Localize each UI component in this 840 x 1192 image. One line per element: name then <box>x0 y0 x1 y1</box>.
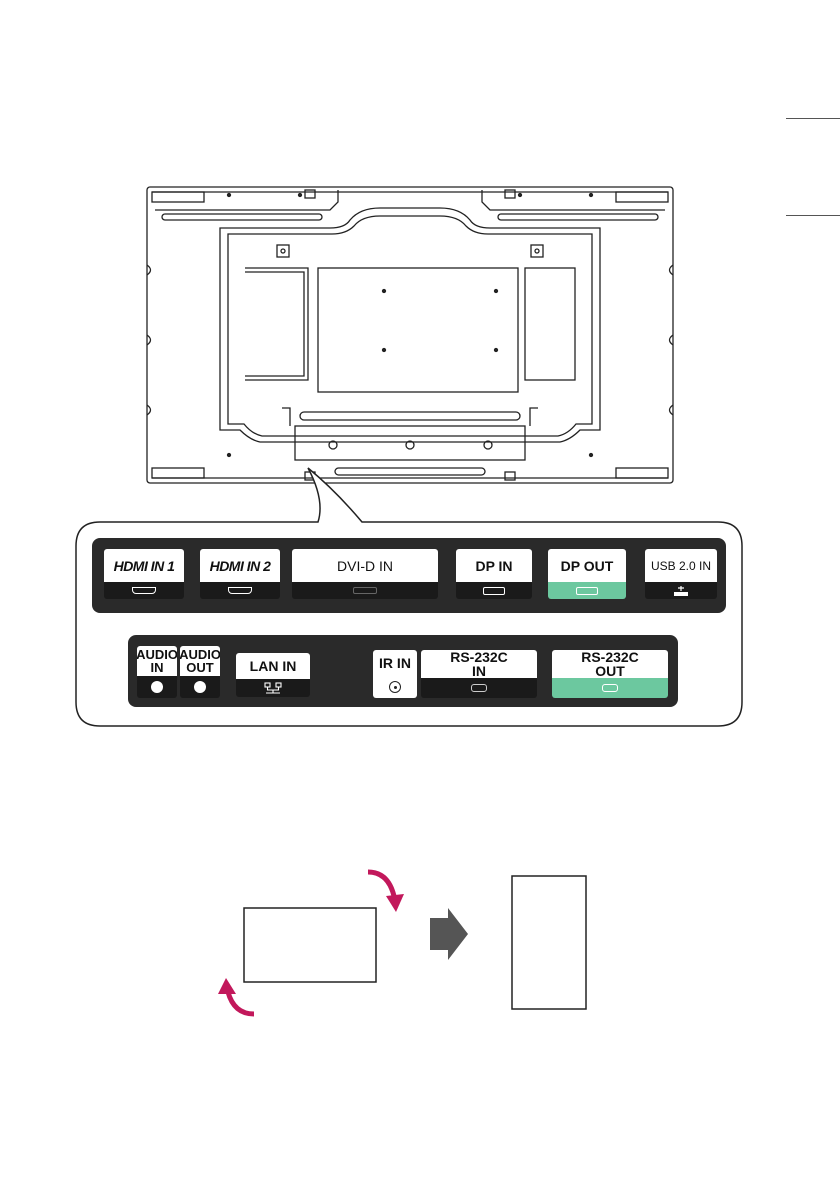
port-label: DP IN <box>456 549 532 582</box>
port-label-line1: RS-232C <box>450 650 508 664</box>
port-rs232c-out[interactable]: RS-232C OUT <box>552 650 668 698</box>
port-audio-in[interactable]: AUDIO IN <box>137 646 177 698</box>
rotate-clockwise-arrow-icon <box>368 872 404 912</box>
port-label: LAN IN <box>236 653 310 679</box>
port-label-line2: IN <box>472 664 486 678</box>
port-label: DVI-D IN <box>292 549 438 582</box>
displayport-connector-icon <box>576 587 598 595</box>
port-ir-in[interactable]: IR IN <box>373 650 417 698</box>
port-label-line2: IN <box>151 661 164 674</box>
port-usb-2-in[interactable]: USB 2.0 IN <box>645 549 717 599</box>
side-rule-bottom <box>786 215 840 216</box>
serial-connector-icon <box>471 684 487 692</box>
port-label: HDMI IN 1 <box>104 549 184 582</box>
next-arrow-icon <box>430 908 468 960</box>
lan-icon <box>264 682 282 694</box>
serial-connector-icon <box>602 684 618 692</box>
port-hdmi-in-2[interactable]: HDMI IN 2 <box>200 549 280 599</box>
dvi-connector-icon <box>353 587 377 594</box>
displayport-connector-icon <box>483 587 505 595</box>
port-label-line2: OUT <box>186 661 213 674</box>
port-label-line2: OUT <box>595 664 625 678</box>
port-label: HDMI IN 2 <box>200 549 280 582</box>
port-label-line1: RS-232C <box>581 650 639 664</box>
port-dp-out[interactable]: DP OUT <box>548 549 626 599</box>
port-label: USB 2.0 IN <box>645 549 717 582</box>
audio-jack-icon <box>194 681 206 693</box>
rotation-diagram <box>200 860 620 1030</box>
landscape-screen <box>244 908 376 982</box>
port-audio-out[interactable]: AUDIO OUT <box>180 646 220 698</box>
portrait-screen <box>512 876 586 1009</box>
port-dp-in[interactable]: DP IN <box>456 549 532 599</box>
port-dvi-d-in[interactable]: DVI-D IN <box>292 549 438 599</box>
monitor-back-diagram <box>140 180 680 490</box>
rotate-clockwise-arrow-icon <box>218 978 254 1014</box>
hdmi-connector-icon <box>228 587 252 594</box>
port-lan-in[interactable]: LAN IN <box>236 653 310 697</box>
port-label: IR IN <box>373 650 417 676</box>
usb-icon <box>672 585 690 597</box>
audio-jack-icon <box>151 681 163 693</box>
ir-jack-icon <box>389 681 401 693</box>
port-hdmi-in-1[interactable]: HDMI IN 1 <box>104 549 184 599</box>
side-rule-top <box>786 118 840 119</box>
hdmi-connector-icon <box>132 587 156 594</box>
port-rs232c-in[interactable]: RS-232C IN <box>421 650 537 698</box>
port-label: DP OUT <box>548 549 626 582</box>
